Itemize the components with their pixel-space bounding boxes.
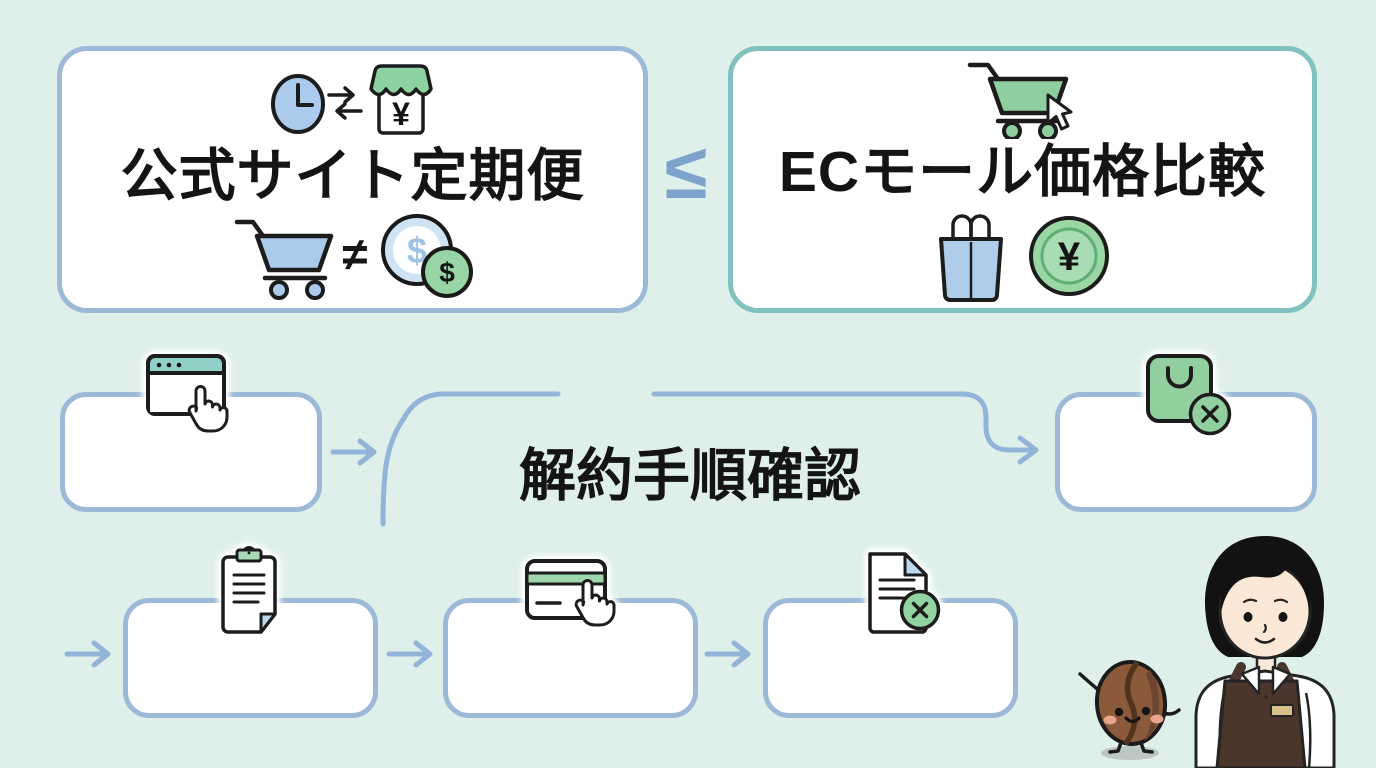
bag-yen-coin-icons: ¥ [938, 214, 1109, 303]
flow-title: 解約手順確認 [519, 444, 861, 508]
flow-arrow [330, 438, 377, 466]
swap-arrows-icon [326, 85, 363, 120]
step-box-cancel-complete [1055, 392, 1317, 512]
dollar-coins-icon: $ $ [380, 214, 473, 299]
clock-swap-store-icons: ¥ [270, 63, 433, 135]
yen-coin-icon: ¥ [1028, 216, 1109, 297]
flow-arrow [704, 640, 751, 668]
ecmall-card-title: ECモール価格比較 [778, 139, 1267, 204]
flow-arrow [386, 640, 433, 668]
clock-icon [270, 73, 325, 134]
barista-woman [1194, 536, 1336, 768]
official-site-subscription-card: ¥ 公式サイト定期便 ≠ $ $ [57, 46, 648, 313]
name-tag [1270, 704, 1294, 717]
not-equal-symbol: ≠ [342, 228, 367, 280]
document-cancel-icon [868, 552, 941, 634]
connector-right [651, 391, 1039, 465]
credit-card-click-icon [525, 559, 616, 627]
less-equal-operator: ≤ [664, 127, 708, 215]
browser-click-icon [146, 354, 229, 433]
official-card-title: 公式サイト定期便 [120, 143, 585, 208]
cart-notequal-coins-icons: ≠ $ $ [234, 214, 473, 301]
outer-coin-dollar: $ [406, 230, 426, 271]
storefront-yen-icon: ¥ [368, 63, 433, 135]
ec-mall-price-comparison-card: ECモール価格比較 ¥ [728, 46, 1317, 313]
cursor-icon [1046, 93, 1072, 131]
clipboard-icon [221, 546, 277, 634]
coffee-bean-mascot [1078, 660, 1181, 760]
coin-yen-symbol: ¥ [1057, 235, 1080, 279]
cart-cursor-icon [967, 62, 1072, 139]
inner-coin-dollar: $ [439, 257, 455, 288]
store-yen-symbol: ¥ [392, 96, 410, 132]
bag-cancel-icon [1146, 354, 1232, 436]
shopping-cart-icon [234, 220, 333, 301]
flow-arrow [64, 640, 111, 668]
shopping-bag-icon [938, 214, 1003, 303]
connector-left [380, 391, 561, 527]
